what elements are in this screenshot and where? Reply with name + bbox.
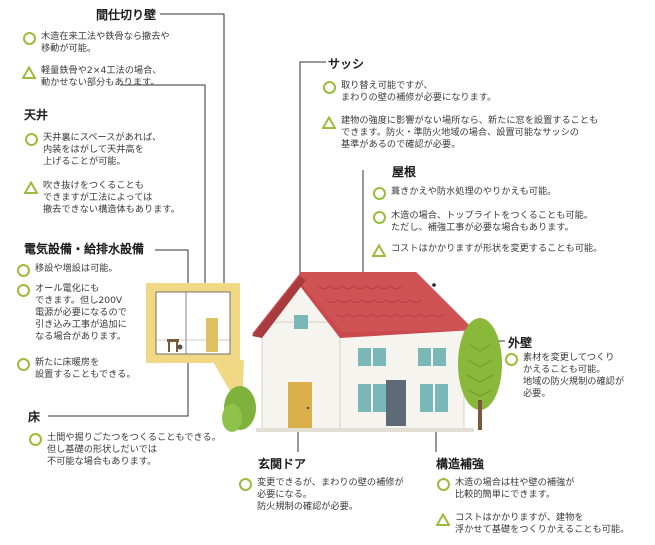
circle-icon bbox=[238, 477, 252, 491]
circle-icon bbox=[504, 352, 518, 366]
note-text: 軽量鉄骨や2×4工法の場合、 動かせない部分もあります。 bbox=[41, 65, 162, 88]
heading-utilities: 電気設備・給排水設備 bbox=[24, 242, 145, 256]
circle-icon bbox=[22, 31, 36, 45]
circle-icon bbox=[24, 132, 38, 146]
circle-icon bbox=[16, 263, 30, 277]
note-text: 木造の場合、トップライトをつくることも可能。 ただし、補強工事が必要な場合もあり… bbox=[391, 210, 593, 233]
note-item: 木造在来工法や鉄骨なら撤去や 移動が可能。 bbox=[22, 31, 170, 55]
note-text: 木造在来工法や鉄骨なら撤去や 移動が可能。 bbox=[41, 31, 170, 54]
leader-lines bbox=[48, 13, 505, 452]
house bbox=[252, 272, 474, 432]
note-text: 取り替え可能ですが、 まわりの壁の補修が必要になります。 bbox=[341, 80, 497, 103]
leader-floor bbox=[48, 345, 189, 417]
note-text: 素材を変更してつくり かえることも可能。 地域の防火規制の確認が 必要。 bbox=[523, 352, 625, 399]
note-item: オール電化にも できます。但し200V 電源が必要になるので 引き込み工事が追加… bbox=[16, 283, 127, 343]
note-text: 新たに床暖房を 設置することもできる。 bbox=[35, 357, 136, 380]
note-item: コストはかかりますが、建物を 浮かせて基礎をつくりかえることも可能。 bbox=[436, 512, 629, 536]
circle-icon bbox=[16, 283, 30, 297]
heading-sash: サッシ bbox=[328, 57, 365, 71]
note-text: コストはかかりますが形状を変更することも可能。 bbox=[391, 243, 603, 254]
heading-exterior: 外壁 bbox=[508, 336, 533, 350]
circle-icon bbox=[16, 357, 30, 371]
note-item: 軽量鉄骨や2×4工法の場合、 動かせない部分もあります。 bbox=[22, 65, 161, 89]
note-item: 取り替え可能ですが、 まわりの壁の補修が必要になります。 bbox=[322, 80, 496, 104]
note-text: 吹き抜けをつくることも できますが工法によっては 撤去できない構造体もあります。 bbox=[43, 180, 180, 215]
tree bbox=[458, 318, 502, 430]
bush bbox=[222, 386, 256, 432]
heading-floor: 床 bbox=[28, 410, 41, 424]
circle-icon bbox=[372, 186, 386, 200]
note-item: 土間や掘りごたつをつくることもできる。 但し基礎の形状しだいでは 不可能な場合も… bbox=[28, 432, 221, 468]
note-item: 吹き抜けをつくることも できますが工法によっては 撤去できない構造体もあります。 bbox=[24, 180, 180, 216]
leader-sash bbox=[299, 61, 326, 318]
note-text: 建物の強度に影響がない場所なら、新たに窓を設置することも できます。防火・準防火… bbox=[341, 115, 599, 150]
triangle-icon bbox=[22, 65, 36, 79]
note-item: 変更できるが、まわりの壁の補修が 必要になる。 防火規制の確認が必要。 bbox=[238, 477, 404, 513]
heading-ceiling: 天井 bbox=[24, 108, 49, 122]
triangle-icon bbox=[372, 243, 386, 257]
triangle-icon bbox=[436, 512, 450, 526]
circle-icon bbox=[372, 210, 386, 224]
note-item: 素材を変更してつくり かえることも可能。 地域の防火規制の確認が 必要。 bbox=[504, 352, 624, 400]
note-text: コストはかかりますが、建物を 浮かせて基礎をつくりかえることも可能。 bbox=[455, 512, 630, 535]
note-text: 木造の場合は柱や壁の補強が 比較的簡単にできます。 bbox=[455, 477, 575, 500]
heading-door: 玄関ドア bbox=[258, 457, 307, 471]
note-item: 天井裏にスペースがあれば、 内装をはがして天井高を 上げることが可能。 bbox=[24, 132, 161, 168]
circle-icon bbox=[322, 80, 336, 94]
note-item: 木造の場合は柱や壁の補強が 比較的簡単にできます。 bbox=[436, 477, 574, 501]
leader-ceiling bbox=[120, 84, 206, 300]
note-item: 葺きかえや防水処理のやりかえも可能。 bbox=[372, 186, 556, 200]
heading-structure: 構造補強 bbox=[436, 457, 485, 471]
circle-icon bbox=[28, 432, 42, 446]
note-text: オール電化にも できます。但し200V 電源が必要になるので 引き込み工事が追加… bbox=[35, 283, 127, 342]
triangle-icon bbox=[322, 115, 336, 129]
note-item: 木造の場合、トップライトをつくることも可能。 ただし、補強工事が必要な場合もあり… bbox=[372, 210, 593, 234]
leader-partition bbox=[160, 13, 225, 308]
triangle-icon bbox=[24, 180, 38, 194]
note-text: 変更できるが、まわりの壁の補修が 必要になる。 防火規制の確認が必要。 bbox=[257, 477, 404, 512]
heading-partition: 間仕切り壁 bbox=[96, 8, 157, 22]
circle-icon bbox=[436, 477, 450, 491]
note-text: 土間や掘りごたつをつくることもできる。 但し基礎の形状しだいでは 不可能な場合も… bbox=[47, 432, 221, 467]
note-item: 新たに床暖房を 設置することもできる。 bbox=[16, 357, 136, 381]
note-item: コストはかかりますが形状を変更することも可能。 bbox=[372, 243, 602, 257]
note-text: 天井裏にスペースがあれば、 内装をはがして天井高を 上げることが可能。 bbox=[43, 132, 162, 167]
note-text: 移設や増設は可能。 bbox=[35, 263, 118, 274]
heading-roof: 屋根 bbox=[392, 165, 417, 179]
note-item: 移設や増設は可能。 bbox=[16, 263, 118, 277]
note-item: 建物の強度に影響がない場所なら、新たに窓を設置することも できます。防火・準防火… bbox=[322, 115, 598, 151]
note-text: 葺きかえや防水処理のやりかえも可能。 bbox=[391, 186, 557, 197]
